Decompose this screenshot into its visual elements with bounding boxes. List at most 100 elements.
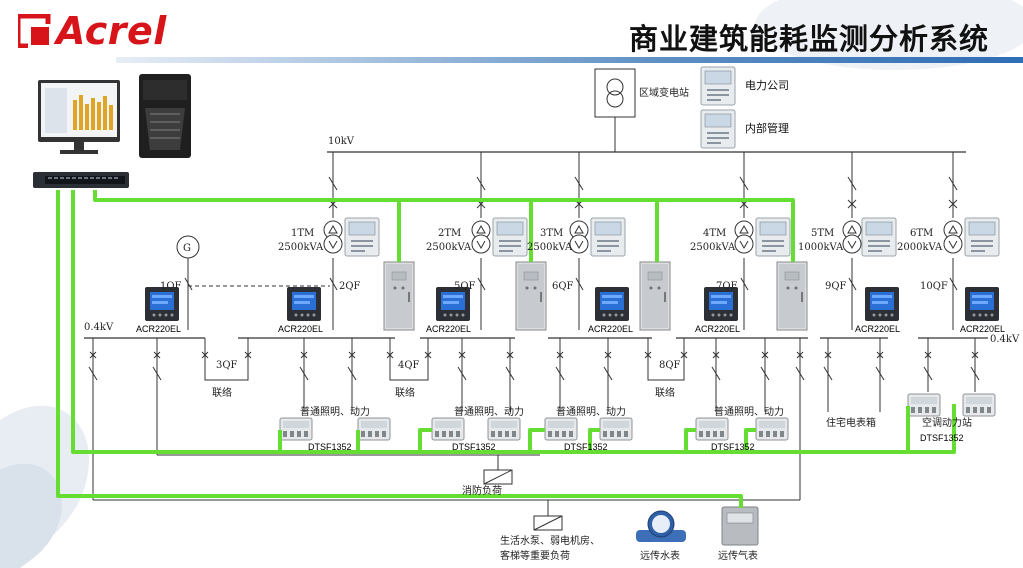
page-title: 商业建筑能耗监测分析系统 (628, 22, 989, 56)
utility-meter-label: 电力公司 (745, 79, 789, 92)
dtsf-meter-icon (357, 417, 391, 441)
water-meter-icon (636, 510, 686, 542)
gas-meter-label: 远传气表 (718, 549, 758, 562)
acr-meter-label: ACR220EL (278, 324, 323, 334)
breaker-label: 2QF (339, 281, 361, 292)
lv-bus-left-label: 0.4kV (84, 322, 114, 333)
acr-meter-icon (145, 287, 179, 321)
load-group-label: 普通照明、动力 (454, 405, 524, 418)
transformer-rating: 2500kVA (527, 242, 573, 253)
acr-meter-label: ACR220EL (588, 324, 633, 334)
tie-breaker-label: 3QF (216, 360, 238, 371)
acr-meter-icon (436, 287, 470, 321)
transformer-id: 2TM (438, 228, 461, 239)
breaker-label: 9QF (825, 281, 847, 292)
breaker-label: 10QF (920, 281, 948, 292)
network-switch-icon (33, 172, 129, 188)
header: Acrel 商业建筑能耗监测分析系统 (0, 0, 1023, 66)
transformer-rating: 2000kVA (897, 242, 943, 253)
transformer-id: 5TM (811, 228, 834, 239)
fire-load-box (483, 469, 513, 485)
lv-bus-right-label: 0.4kV (990, 334, 1020, 345)
utility-meter-icon (700, 66, 736, 106)
transformer-meter-icon (861, 217, 897, 257)
transformer-meter-icon (964, 217, 1000, 257)
life-load-label-1: 生活水泵、弱电机房、 (500, 534, 600, 547)
transformer-rating: 2500kVA (426, 242, 472, 253)
generator-symbol: G (183, 243, 191, 254)
transformer-id: 6TM (910, 228, 933, 239)
substation-symbol (594, 68, 636, 152)
hv-branches (328, 152, 958, 218)
acr-meter-icon (965, 287, 999, 321)
breaker-label: 1QF (160, 281, 182, 292)
dtsf-meter-label: DTSF1352 (452, 442, 496, 452)
tie-label: 联络 (655, 386, 675, 399)
tie-breaker-label: 4QF (398, 360, 420, 371)
hvac-meter-label: DTSF1352 (920, 433, 964, 443)
hvac-label: 空调动力站 (922, 416, 972, 429)
acr-meter-icon (704, 287, 738, 321)
acrel-logo-icon (15, 13, 54, 49)
transformer-rating: 2500kVA (690, 242, 736, 253)
cabinet-icon (383, 261, 415, 331)
gas-meter-icon (721, 506, 759, 546)
cabinet-icon (776, 261, 808, 331)
transformer-id: 4TM (703, 228, 726, 239)
dtsf-meter-icon (431, 417, 465, 441)
substation-label: 区域变电站 (639, 86, 689, 99)
lv-breaker-marks (89, 351, 979, 359)
fire-load-label: 消防负荷 (462, 484, 502, 497)
cabinet-icon (515, 261, 547, 331)
acr-meter-label: ACR220EL (855, 324, 900, 334)
transformer-meter-icon (590, 217, 626, 257)
acr-meter-icon (287, 287, 321, 321)
transformer-1-icon (323, 220, 343, 254)
hv-bus-label: 10kV (328, 136, 355, 147)
transformer-meter-icon (755, 217, 791, 257)
transformer-3-icon (569, 220, 589, 254)
transformer-5-icon (842, 220, 862, 254)
transformer-2-icon (471, 220, 491, 254)
generator-icon (176, 235, 200, 259)
breaker-label: 6QF (552, 281, 574, 292)
acr-meter-icon (595, 287, 629, 321)
server-tower-icon (139, 74, 191, 158)
life-load-label-2: 客梯等重要负荷 (500, 549, 570, 562)
dtsf-meter-icon (755, 417, 789, 441)
monitor-icon (38, 80, 120, 154)
acr-meter-icon (865, 287, 899, 321)
dtsf-meter-icon (544, 417, 578, 441)
breaker-label: 7QF (716, 281, 738, 292)
title-underline (116, 57, 1023, 63)
dtsf-meter-label: DTSF1352 (711, 442, 755, 452)
lv-feeders (88, 338, 980, 516)
dtsf-meter-icon (279, 417, 313, 441)
dtsf-meter-icon (599, 417, 633, 441)
dtsf-meter-icon (907, 393, 941, 417)
cabinet-icon (639, 261, 671, 331)
transformer-id: 3TM (540, 228, 563, 239)
tie-breaker-label: 8QF (659, 360, 681, 371)
brand-name: Acrel (56, 9, 167, 53)
transformer-meter-icon (344, 217, 380, 257)
load-group-label: 普通照明、动力 (556, 405, 626, 418)
lv-drops (184, 258, 958, 330)
acr-meter-label: ACR220EL (695, 324, 740, 334)
tie-label: 联络 (395, 386, 415, 399)
residential-label: 住宅电表箱 (826, 416, 876, 429)
life-load-box (533, 515, 563, 531)
water-meter-label: 远传水表 (640, 549, 680, 562)
load-group-label: 普通照明、动力 (300, 405, 370, 418)
dtsf-meter-icon (962, 393, 996, 417)
transformer-6-icon (943, 220, 963, 254)
transformer-rating: 1000kVA (798, 242, 844, 253)
transformer-rating: 2500kVA (278, 242, 324, 253)
transformer-meter-icon (492, 217, 528, 257)
dtsf-meter-icon (695, 417, 729, 441)
internal-meter-icon (700, 109, 736, 149)
dtsf-meter-icon (487, 417, 521, 441)
acr-meter-label: ACR220EL (960, 324, 1005, 334)
brand-logo: Acrel (15, 9, 167, 53)
